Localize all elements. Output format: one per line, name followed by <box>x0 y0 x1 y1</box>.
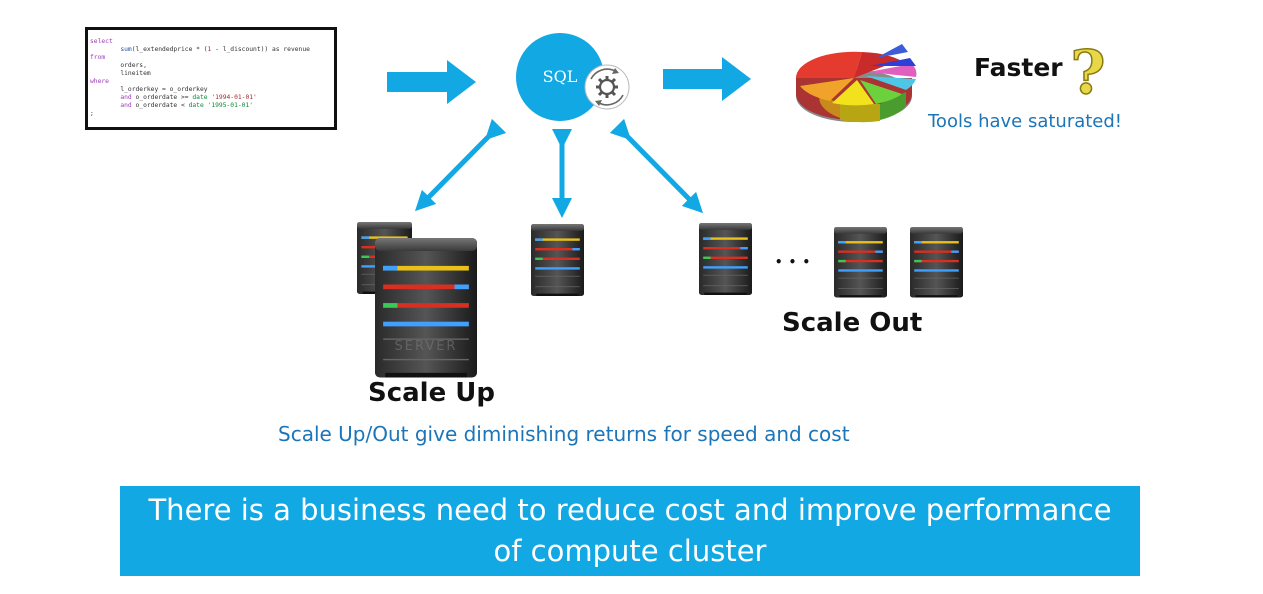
sql-code-token: ; <box>90 110 94 117</box>
sql-code-line: and o_orderdate < date '1995-01-01' <box>90 102 334 110</box>
sql-code-box: select sum(l_extendedprice * (1 - l_disc… <box>85 27 337 130</box>
banner-line-1: There is a business need to reduce cost … <box>148 493 1112 527</box>
sql-code-token: from <box>90 54 106 61</box>
sql-code-token: o_orderdate < <box>131 102 189 109</box>
sql-code-token: date <box>192 94 208 101</box>
sql-code-token: - l_discount)) as revenue <box>211 46 310 53</box>
sql-code-line: where <box>90 78 334 86</box>
sql-code-token: (l_extendedprice * ( <box>131 46 208 53</box>
sql-code-line: and o_orderdate >= date '1994-01-01' <box>90 94 334 102</box>
server-icon-scale-out-2 <box>834 227 887 298</box>
tools-saturated-caption: Tools have saturated! <box>928 111 1123 132</box>
server-label: SERVER <box>395 339 458 354</box>
arrow-sql-to-result <box>663 57 751 101</box>
sql-label: SQL <box>542 67 578 86</box>
question-mark-icon: ? <box>1070 38 1105 108</box>
scale-out-label: Scale Out <box>782 308 923 338</box>
sql-code-line: ; <box>90 110 334 118</box>
connector-sql-scale-out <box>609 118 704 214</box>
sql-code-token: '1994-01-01' <box>207 94 257 101</box>
sql-code-token: lineitem <box>90 70 151 77</box>
arrow-code-to-sql <box>387 60 476 104</box>
banner-line-2: of compute cluster <box>493 534 767 568</box>
gear-icon <box>584 64 630 110</box>
sql-code-token: and <box>120 94 132 101</box>
sql-code-line: sum(l_extendedprice * (1 - l_discount)) … <box>90 46 334 54</box>
sql-code-line: orders, <box>90 62 334 70</box>
sql-code-token: date <box>188 102 204 109</box>
sql-engine-node <box>516 33 604 121</box>
server-icon-single <box>531 224 584 296</box>
sql-code-token: '1995-01-01' <box>203 102 254 109</box>
sql-code-line: select <box>90 38 334 46</box>
scale-out-ellipsis: • • • <box>775 255 811 269</box>
sql-code-lines: select sum(l_extendedprice * (1 - l_disc… <box>90 38 334 118</box>
connector-sql-scale-up <box>414 118 507 212</box>
diminishing-returns-caption: Scale Up/Out give diminishing returns fo… <box>278 422 850 446</box>
server-icon-scale-up-front <box>375 238 477 378</box>
server-icon-scale-out-1 <box>699 223 752 295</box>
server-icon-scale-out-3 <box>910 227 963 298</box>
sql-code-token: orders, <box>90 62 147 69</box>
sql-code-line: l_orderkey = o_orderkey <box>90 86 334 94</box>
business-need-banner: There is a business need to reduce cost … <box>120 486 1140 576</box>
pie-chart-icon <box>795 44 917 123</box>
scale-up-label: Scale Up <box>368 378 496 408</box>
sql-code-line: lineitem <box>90 70 334 78</box>
sql-code-token: sum <box>120 46 132 53</box>
sql-code-token: where <box>90 78 109 85</box>
sql-code-token: 1 <box>207 46 212 53</box>
sql-code-line: from <box>90 54 334 62</box>
sql-code-token: l_orderkey = o_orderkey <box>90 86 208 93</box>
sql-code-token: o_orderdate >= <box>131 94 193 101</box>
faster-label: Faster <box>974 53 1063 82</box>
sql-code-token: select <box>90 38 113 45</box>
sql-code-token: and <box>120 102 132 109</box>
